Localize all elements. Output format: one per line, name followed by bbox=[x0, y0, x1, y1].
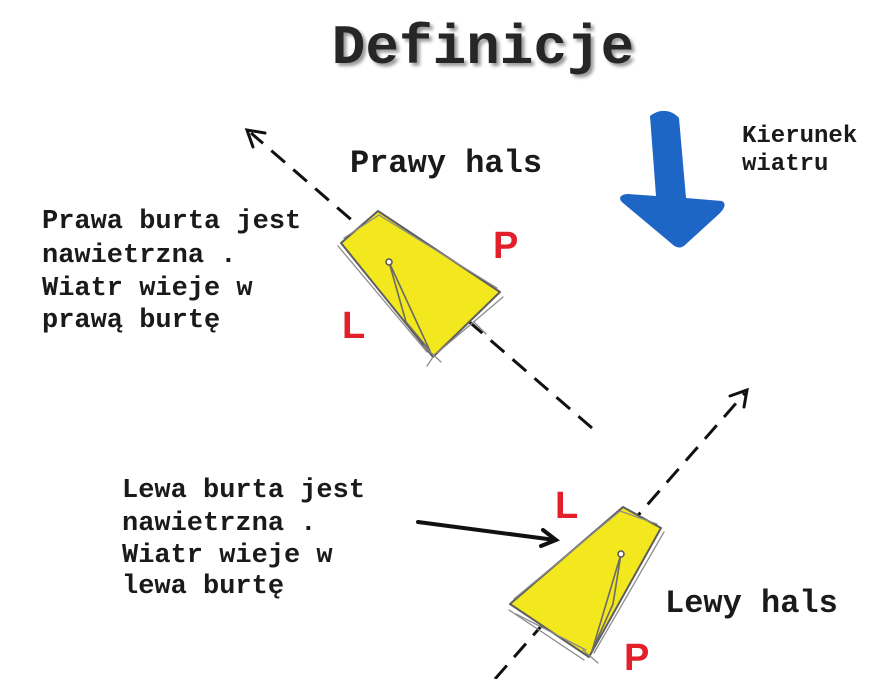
wind-direction: Kierunek wiatru bbox=[620, 110, 857, 248]
starboard-description-line: nawietrzna . bbox=[42, 241, 236, 271]
port-tack-section: Lewy hals L P Lewa burta jest nawietrzna… bbox=[122, 387, 838, 679]
port-description-line: lewa burtę bbox=[122, 572, 284, 602]
port-tack-label: Lewy hals bbox=[665, 585, 838, 622]
starboard-description-line: Wiatr wieje w bbox=[42, 274, 253, 304]
port-marker-left: L bbox=[555, 485, 578, 527]
starboard-description: Prawa burta jest nawietrzna . Wiatr wiej… bbox=[42, 207, 301, 336]
port-description: Lewa burta jest nawietrzna . Wiatr wieje… bbox=[122, 476, 365, 602]
mast-icon bbox=[617, 550, 625, 558]
port-description-line: Wiatr wieje w bbox=[122, 541, 333, 571]
wind-label-line-1: Kierunek bbox=[742, 123, 857, 150]
port-tack-boat bbox=[508, 506, 665, 664]
starboard-tack-section: Prawy hals P L Prawa burta jest nawietrz… bbox=[42, 128, 593, 430]
port-description-line: Lewa burta jest bbox=[122, 476, 365, 506]
wind-direction-arrow-icon bbox=[620, 110, 725, 248]
starboard-description-line: Prawa burta jest bbox=[42, 207, 301, 237]
starboard-course-arrow bbox=[244, 128, 593, 430]
port-marker-right: P bbox=[624, 637, 649, 679]
mast-icon bbox=[385, 258, 393, 266]
page-title: Definicje bbox=[332, 16, 634, 80]
starboard-tack-boat bbox=[337, 210, 504, 367]
starboard-marker-left: L bbox=[342, 305, 365, 347]
wind-label-line-2: wiatru bbox=[742, 151, 828, 178]
starboard-description-line: prawą burtę bbox=[42, 306, 220, 336]
starboard-tack-label: Prawy hals bbox=[350, 145, 542, 182]
starboard-marker-right: P bbox=[493, 225, 518, 267]
windward-pointer-arrow bbox=[416, 520, 561, 548]
port-description-line: nawietrzna . bbox=[122, 509, 316, 539]
